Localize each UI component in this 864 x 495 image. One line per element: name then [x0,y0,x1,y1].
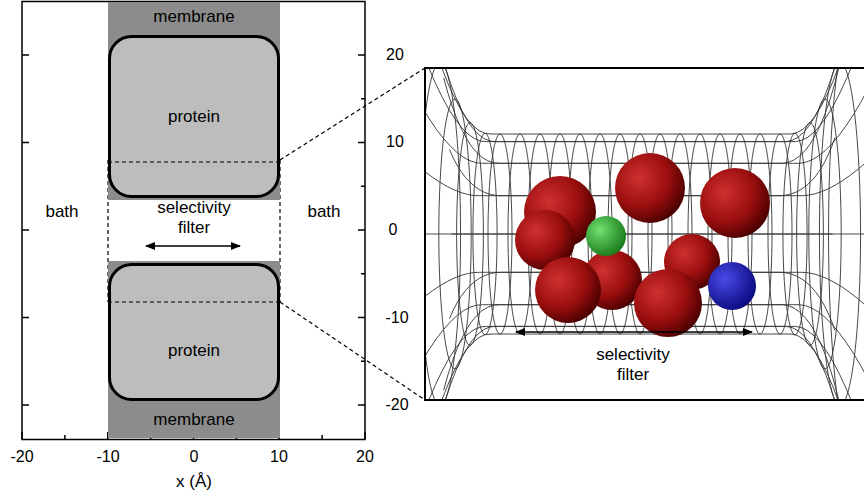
tick [361,361,365,363]
tick-label: 10 [386,133,404,151]
region-label: protein [168,341,220,361]
region-label: membrane [153,7,234,27]
region-label: selectivity filter [149,198,239,237]
tick [22,54,29,56]
tick [22,142,29,144]
tick [361,273,365,275]
wire-line [426,69,842,163]
tick-label: -20 [385,396,408,414]
wire-line [426,305,842,399]
tick [358,142,365,144]
ion-sphere [634,269,702,337]
wire-line [426,69,851,142]
tick [321,435,323,439]
region-label: bath [307,202,340,222]
protein-region: protein [108,263,280,401]
tick-label: 0 [190,448,199,466]
ion-sphere [615,153,685,223]
axis-title: x (Å) [176,472,212,492]
tick [361,98,365,100]
tick-label: 0 [389,221,398,239]
tick-label: 10 [270,448,288,466]
tick [364,432,366,439]
region-label: membrane [153,410,234,430]
protein-region: protein [108,35,280,198]
ion-sphere [700,168,770,238]
tick [64,435,66,439]
tick [358,54,365,56]
region-label: protein [168,107,220,127]
ion-sphere [586,216,626,256]
tick-label: 20 [356,448,374,466]
wire-line [426,326,851,399]
tick [22,404,29,406]
ion-sphere [708,262,756,310]
tick-label: -10 [96,448,119,466]
tick [358,317,365,319]
wire-line [435,326,864,399]
wire-line [426,334,863,399]
tick [22,229,29,231]
ion-sphere [535,257,601,323]
wire-line [426,69,863,134]
membrane-band: membrane protein [108,2,280,200]
tick [361,186,365,188]
tick [21,432,23,439]
tick-label: -20 [10,448,33,466]
region-label: bath [45,202,78,222]
tick [358,229,365,231]
tick [22,317,29,319]
tick [358,404,365,406]
wire-line [426,234,833,235]
wire-line [444,69,864,163]
protein-outline [108,263,280,401]
membrane-band: membrane protein [108,261,280,438]
region-label: selectivity filter [588,345,678,384]
tick-label: -10 [385,309,408,327]
tick-label: 20 [386,46,404,64]
